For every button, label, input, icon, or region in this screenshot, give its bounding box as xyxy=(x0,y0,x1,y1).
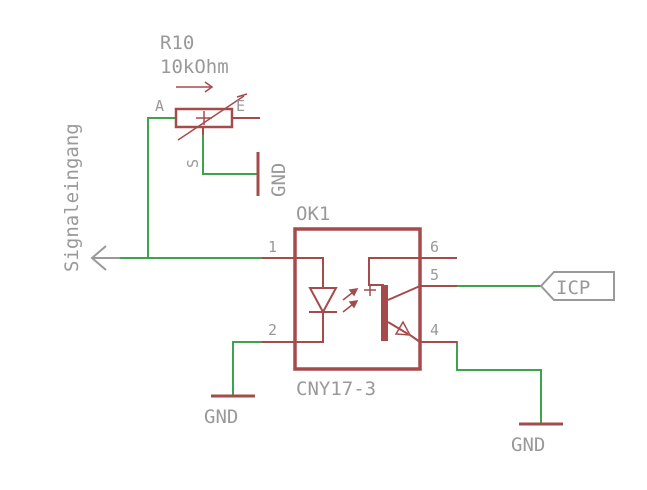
gnd-symbol-pot: GND xyxy=(256,152,290,197)
potentiometer-r10: R10 10kOhm A E S xyxy=(155,32,260,168)
signal-input-label: Signaleingang xyxy=(61,123,83,272)
optocoupler-pin-1: 1 xyxy=(268,238,277,256)
gnd-label-left: GND xyxy=(204,406,238,428)
potentiometer-pin-s: S xyxy=(184,159,202,168)
optocoupler-pin-6: 6 xyxy=(430,238,439,256)
wire-input-to-pot-a xyxy=(147,117,176,258)
potentiometer-adjust-arrow xyxy=(177,95,245,141)
optocoupler-pin-5: 5 xyxy=(430,266,439,284)
optocoupler-name: OK1 xyxy=(296,203,330,225)
gnd-label-right: GND xyxy=(511,434,545,456)
gnd-symbol-right: GND xyxy=(511,422,563,456)
led-icon xyxy=(295,257,338,343)
icp-port-outline xyxy=(539,271,615,301)
potentiometer-name: R10 xyxy=(160,32,194,54)
optocoupler-body xyxy=(293,227,422,371)
potentiometer-pin-a: A xyxy=(155,97,164,115)
phototransistor-icon xyxy=(364,257,421,343)
gnd-label-pot: GND xyxy=(268,163,290,197)
icp-port: ICP xyxy=(539,271,615,301)
wire-wiper-to-gnd xyxy=(202,135,258,175)
signal-input-port: Signaleingang xyxy=(61,123,120,272)
optocoupler-pin-2: 2 xyxy=(268,321,277,339)
gnd-symbol-left: GND xyxy=(204,394,255,428)
potentiometer-pin-e: E xyxy=(236,97,245,115)
optocoupler-pin-4: 4 xyxy=(430,321,439,339)
potentiometer-value: 10kOhm xyxy=(160,56,229,78)
optocoupler-value: CNY17-3 xyxy=(296,378,376,400)
light-emission-arrows-icon xyxy=(342,288,359,313)
optocoupler-ok1: OK1 CNY17-3 1 2 6 5 4 xyxy=(262,203,457,400)
icp-port-label: ICP xyxy=(556,277,590,299)
